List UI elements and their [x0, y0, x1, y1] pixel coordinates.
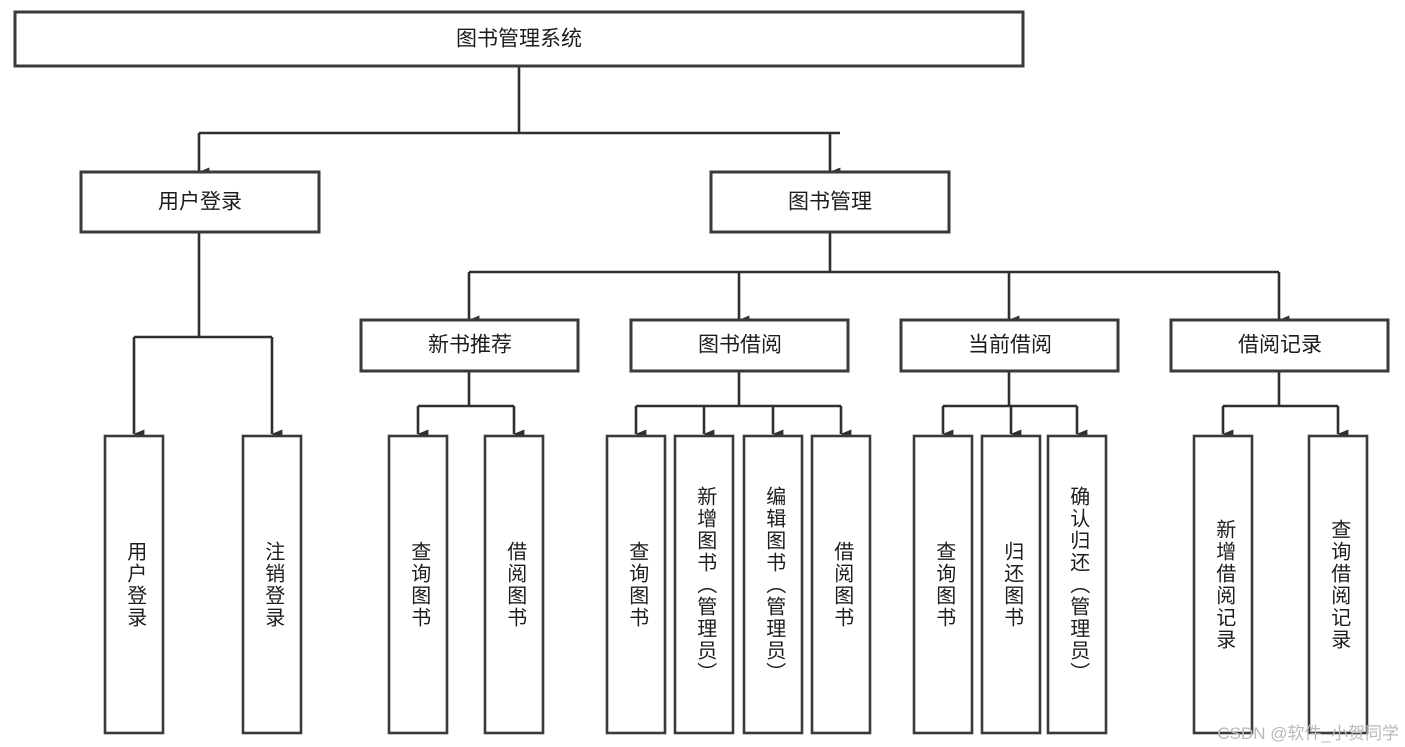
node-user-login[interactable]: 用户登录 — [79, 170, 321, 234]
leaf-borrow-book-2-box[interactable] — [810, 434, 872, 735]
leaf-add-book-box[interactable] — [673, 434, 735, 735]
leaf-borrow-book-2-label: 借阅图书 — [831, 541, 854, 629]
current-borrow-box[interactable] — [899, 318, 1120, 373]
leaf-user-login-box[interactable] — [103, 434, 165, 735]
leaf-borrow-book-1-box[interactable] — [483, 434, 545, 735]
leaf-return-book-box[interactable] — [980, 434, 1042, 735]
csdn-watermark: CSDN @软件_小贺同学 — [1217, 724, 1399, 743]
book-manage-label: 图书管理 — [788, 191, 872, 214]
book-borrow-box[interactable] — [629, 318, 850, 373]
leaf-add-book-label: 新增图书（管理员） — [694, 486, 717, 684]
leaf-query-book-2-box[interactable] — [605, 434, 667, 735]
node-root-system[interactable]: 图书管理系统 — [13, 10, 1025, 68]
node-leaf-query-book-1[interactable]: 查询图书 — [387, 434, 449, 735]
node-leaf-query-book-2[interactable]: 查询图书 — [605, 434, 667, 735]
leaf-user-login-label: 用户登录 — [124, 541, 147, 629]
root-system-box[interactable] — [13, 10, 1025, 68]
node-current-borrow[interactable]: 当前借阅 — [899, 318, 1120, 373]
borrow-record-box[interactable] — [1169, 318, 1390, 373]
borrow-record-label: 借阅记录 — [1238, 334, 1322, 357]
leaf-edit-book-label: 编辑图书（管理员） — [763, 486, 786, 684]
node-leaf-edit-book[interactable]: 编辑图书（管理员） — [742, 434, 804, 735]
leaf-query-record-label: 查询借阅记录 — [1328, 519, 1351, 651]
leaf-confirm-return-box[interactable] — [1046, 434, 1108, 735]
leaf-return-book-label: 归还图书 — [1001, 541, 1024, 629]
node-borrow-record[interactable]: 借阅记录 — [1169, 318, 1390, 373]
leaf-user-logout-box[interactable] — [241, 434, 303, 735]
node-leaf-add-record[interactable]: 新增借阅记录 — [1192, 434, 1254, 735]
leaf-query-book-3-label: 查询图书 — [933, 541, 956, 629]
node-leaf-user-logout[interactable]: 注销登录 — [241, 434, 303, 735]
leaf-confirm-return-label: 确认归还（管理员） — [1067, 486, 1090, 684]
leaf-query-book-1-box[interactable] — [387, 434, 449, 735]
user-login-box[interactable] — [79, 170, 321, 234]
connector-layer — [132, 66, 1349, 439]
node-leaf-confirm-return[interactable]: 确认归还（管理员） — [1046, 434, 1108, 735]
book-manage-box[interactable] — [709, 170, 951, 234]
node-leaf-query-book-3[interactable]: 查询图书 — [912, 434, 974, 735]
leaf-user-logout-label: 注销登录 — [262, 541, 285, 629]
node-leaf-add-book[interactable]: 新增图书（管理员） — [673, 434, 735, 735]
root-system-label: 图书管理系统 — [456, 28, 582, 51]
node-book-borrow[interactable]: 图书借阅 — [629, 318, 850, 373]
new-book-recommend-box[interactable] — [359, 318, 580, 373]
leaf-borrow-book-1-label: 借阅图书 — [504, 541, 527, 629]
leaf-edit-book-box[interactable] — [742, 434, 804, 735]
leaf-query-book-1-label: 查询图书 — [408, 541, 431, 629]
node-book-manage[interactable]: 图书管理 — [709, 170, 951, 234]
node-new-book-recommend[interactable]: 新书推荐 — [359, 318, 580, 373]
current-borrow-label: 当前借阅 — [968, 334, 1052, 357]
node-leaf-return-book[interactable]: 归还图书 — [980, 434, 1042, 735]
leaf-query-book-2-label: 查询图书 — [626, 541, 649, 629]
node-leaf-borrow-book-1[interactable]: 借阅图书 — [483, 434, 545, 735]
node-leaf-query-record[interactable]: 查询借阅记录 — [1307, 434, 1369, 735]
leaf-query-book-3-box[interactable] — [912, 434, 974, 735]
node-leaf-user-login[interactable]: 用户登录 — [103, 434, 165, 735]
book-borrow-label: 图书借阅 — [698, 334, 782, 357]
new-book-recommend-label: 新书推荐 — [428, 334, 512, 357]
leaf-query-record-box[interactable] — [1307, 434, 1369, 735]
leaf-add-record-label: 新增借阅记录 — [1213, 519, 1236, 651]
node-leaf-borrow-book-2[interactable]: 借阅图书 — [810, 434, 872, 735]
user-login-label: 用户登录 — [158, 191, 242, 214]
leaf-add-record-box[interactable] — [1192, 434, 1254, 735]
